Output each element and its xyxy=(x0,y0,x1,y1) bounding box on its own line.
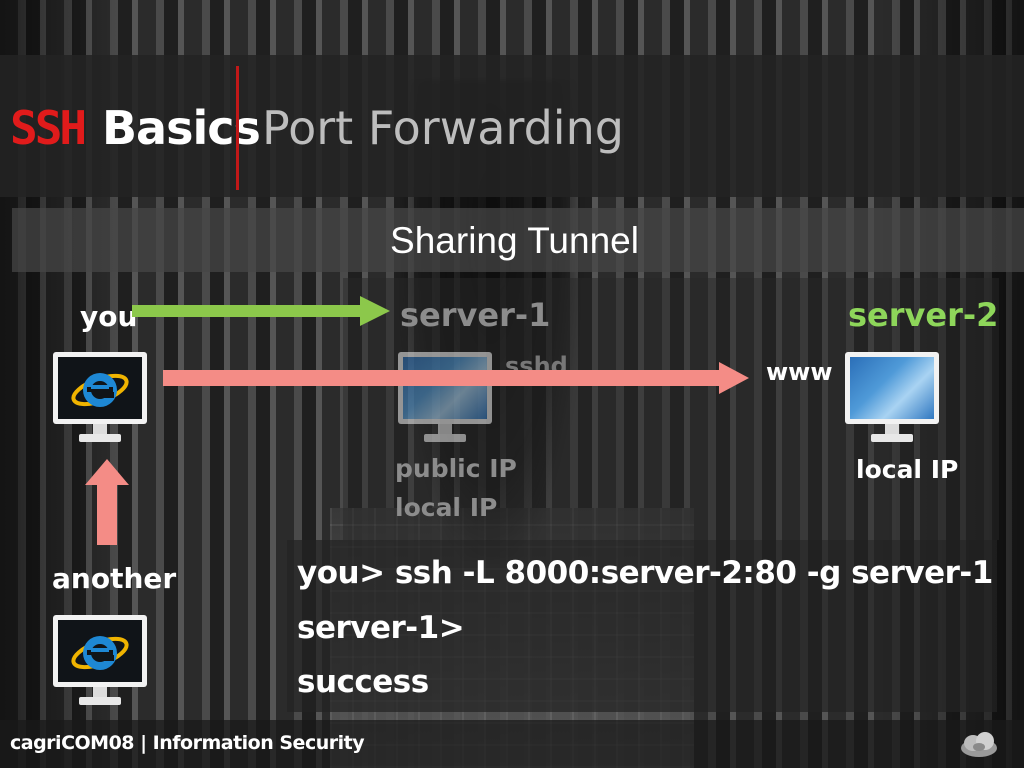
red-arrow-icon xyxy=(163,362,749,394)
label-www: www xyxy=(766,358,833,386)
label-server-1-local-ip: local IP xyxy=(395,493,498,522)
internet-explorer-icon xyxy=(71,373,129,407)
label-another: another xyxy=(52,562,177,595)
cloud-logo-icon xyxy=(961,732,997,757)
section-title: Sharing Tunnel xyxy=(0,220,1024,262)
footer-bar xyxy=(0,720,1024,768)
footer-text: cagriCOM08 | Information Security xyxy=(10,732,365,754)
title-basics: Basics xyxy=(102,101,261,155)
label-server-1: server-1 xyxy=(400,296,551,334)
up-arrow-icon xyxy=(85,459,129,545)
green-arrow-icon xyxy=(132,296,390,326)
server-2-monitor-icon xyxy=(845,352,939,447)
section-title-text: Sharing Tunnel xyxy=(390,220,639,261)
command-box xyxy=(287,540,997,712)
label-you: you xyxy=(80,300,138,333)
command-line-1: you> ssh -L 8000:server-2:80 -g server-1 xyxy=(297,555,993,591)
command-line-3: success xyxy=(297,664,429,700)
label-server-2-local-ip: local IP xyxy=(856,455,959,484)
title-subtitle: Port Forwarding xyxy=(262,101,624,155)
label-server-2: server-2 xyxy=(848,296,999,334)
server-1-monitor-icon xyxy=(398,352,492,447)
internet-explorer-icon xyxy=(71,636,129,670)
you-monitor-icon xyxy=(53,352,147,447)
title-separator xyxy=(236,66,239,190)
command-line-2: server-1> xyxy=(297,610,465,646)
section-band xyxy=(12,208,1024,272)
another-monitor-icon xyxy=(53,615,147,710)
label-server-1-public-ip: public IP xyxy=(395,454,517,483)
title-bar xyxy=(0,55,1024,197)
title-ssh: SSH xyxy=(10,101,87,155)
